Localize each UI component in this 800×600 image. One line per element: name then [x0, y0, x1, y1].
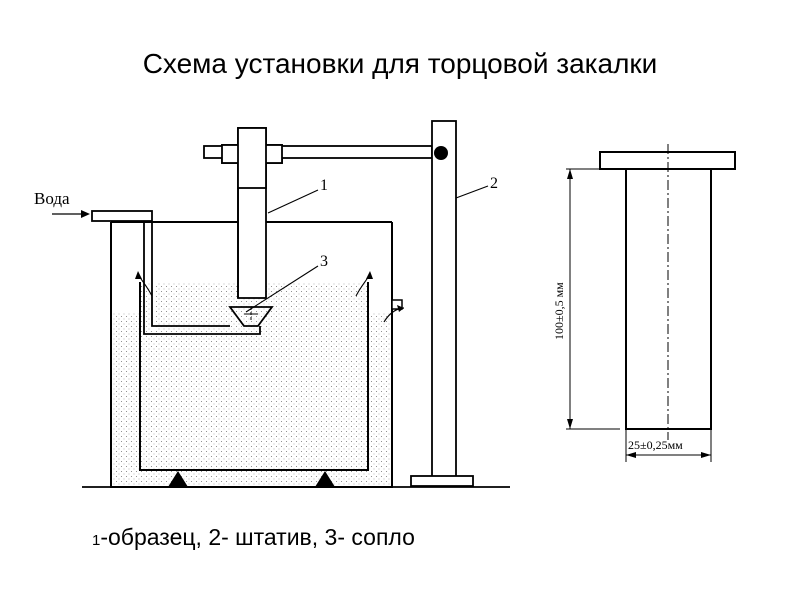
caption-text: -образец, 2- штатив, 3- сопло [100, 524, 415, 550]
right-support-icon [315, 471, 335, 487]
inlet-pipe-inner [143, 221, 261, 335]
legend-caption: 1-образец, 2- штатив, 3- сопло [92, 524, 415, 551]
leader-sample [267, 189, 319, 214]
stand-foot [410, 475, 474, 487]
dim-length-label: 100±0,5 мм [552, 282, 566, 340]
page-title: Схема установки для торцовой закалки [142, 48, 658, 79]
dim-diameter-label: 25±0,25мм [628, 438, 683, 452]
caption-prefix: 1 [92, 532, 101, 549]
left-support-icon [168, 471, 188, 487]
inner-tank-walls [139, 282, 369, 471]
water-label: Вода [34, 189, 70, 208]
stand-column [431, 120, 457, 478]
inlet-pipe-outer [151, 221, 230, 327]
stand-pivot-icon [434, 146, 448, 160]
left-overflow-arrowhead [135, 271, 142, 279]
leader-nozzle [245, 265, 319, 313]
nozzle [228, 306, 274, 327]
label-sample: 1 [320, 177, 328, 194]
inlet-pipe-top [91, 210, 153, 222]
overflow-arrowhead [397, 305, 404, 312]
label-nozzle: 3 [320, 253, 328, 270]
leader-stand [455, 185, 489, 199]
specimen-upper [237, 127, 267, 189]
nozzle-body [228, 306, 274, 327]
water-arrowhead [81, 210, 90, 218]
water-inlet-pipe [52, 210, 261, 335]
specimen-drawing: 100±0,5 мм 25±0,25мм [552, 144, 736, 462]
stand [203, 120, 474, 487]
right-overflow-arrowhead [366, 271, 373, 279]
label-stand: 2 [490, 175, 498, 192]
